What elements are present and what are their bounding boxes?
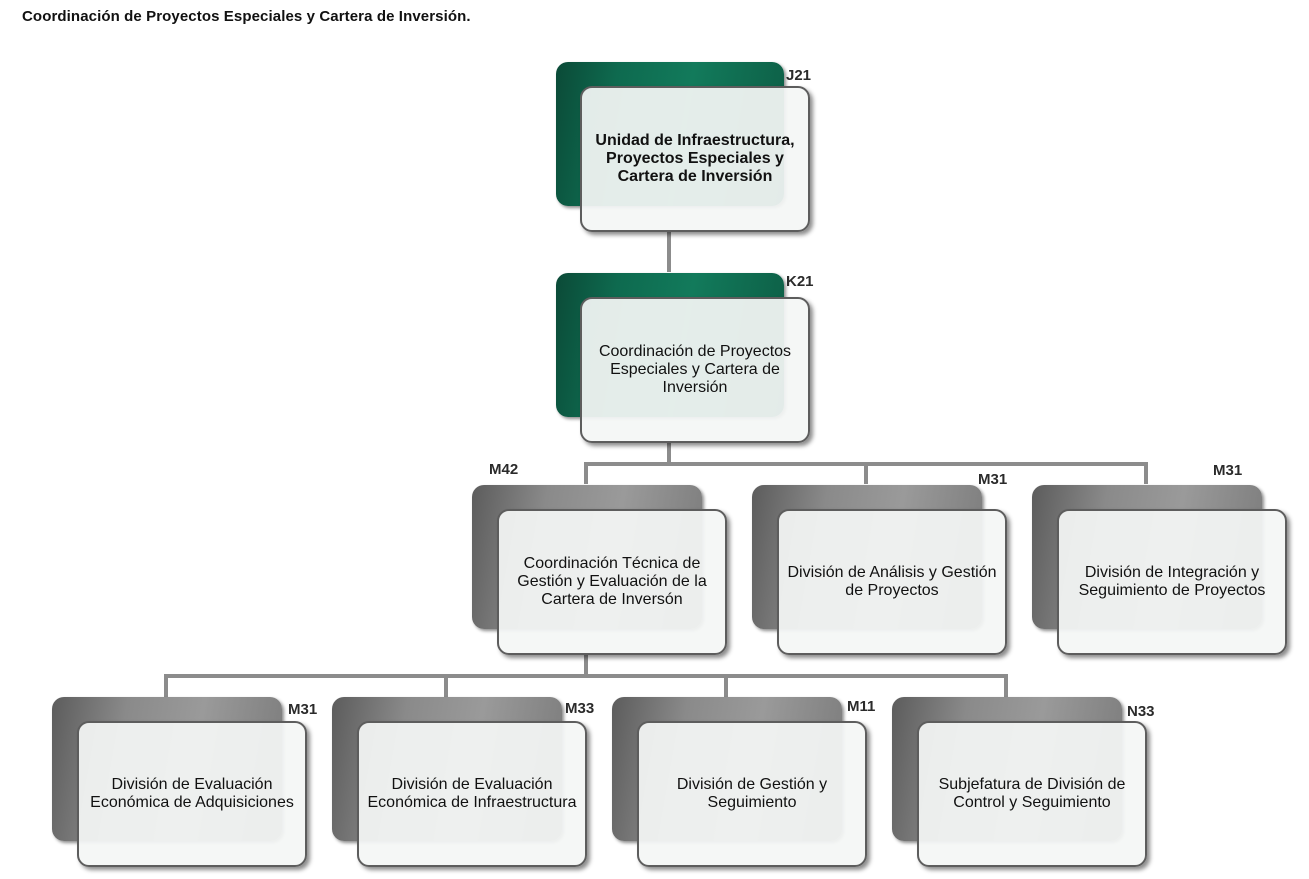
node-label: Coordinación de Proyectos Especiales y C… bbox=[580, 297, 810, 443]
node-code-m31-adquisiciones: M31 bbox=[288, 701, 318, 718]
node-code-m42: M42 bbox=[489, 461, 519, 478]
node-code-n33: N33 bbox=[1127, 703, 1155, 720]
node-label: División de Integración y Seguimiento de… bbox=[1057, 509, 1287, 655]
node-label: Unidad de Infraestructura, Proyectos Esp… bbox=[580, 86, 810, 232]
node-label: División de Análisis y Gestión de Proyec… bbox=[777, 509, 1007, 655]
node-label: Coordinación Técnica de Gestión y Evalua… bbox=[497, 509, 727, 655]
node-code-m11: M11 bbox=[847, 698, 876, 715]
page-title: Coordinación de Proyectos Especiales y C… bbox=[22, 8, 471, 25]
node-code-j21: J21 bbox=[786, 67, 812, 84]
node-label: División de Evaluación Económica de Adqu… bbox=[77, 721, 307, 867]
node-code-m31-integracion: M31 bbox=[1213, 462, 1243, 479]
node-label: División de Evaluación Económica de Infr… bbox=[357, 721, 587, 867]
node-label: Subjefatura de División de Control y Seg… bbox=[917, 721, 1147, 867]
node-label: División de Gestión y Seguimiento bbox=[637, 721, 867, 867]
node-code-m31-analisis: M31 bbox=[978, 471, 1008, 488]
node-code-m33: M33 bbox=[565, 700, 595, 717]
node-code-k21: K21 bbox=[786, 273, 814, 290]
